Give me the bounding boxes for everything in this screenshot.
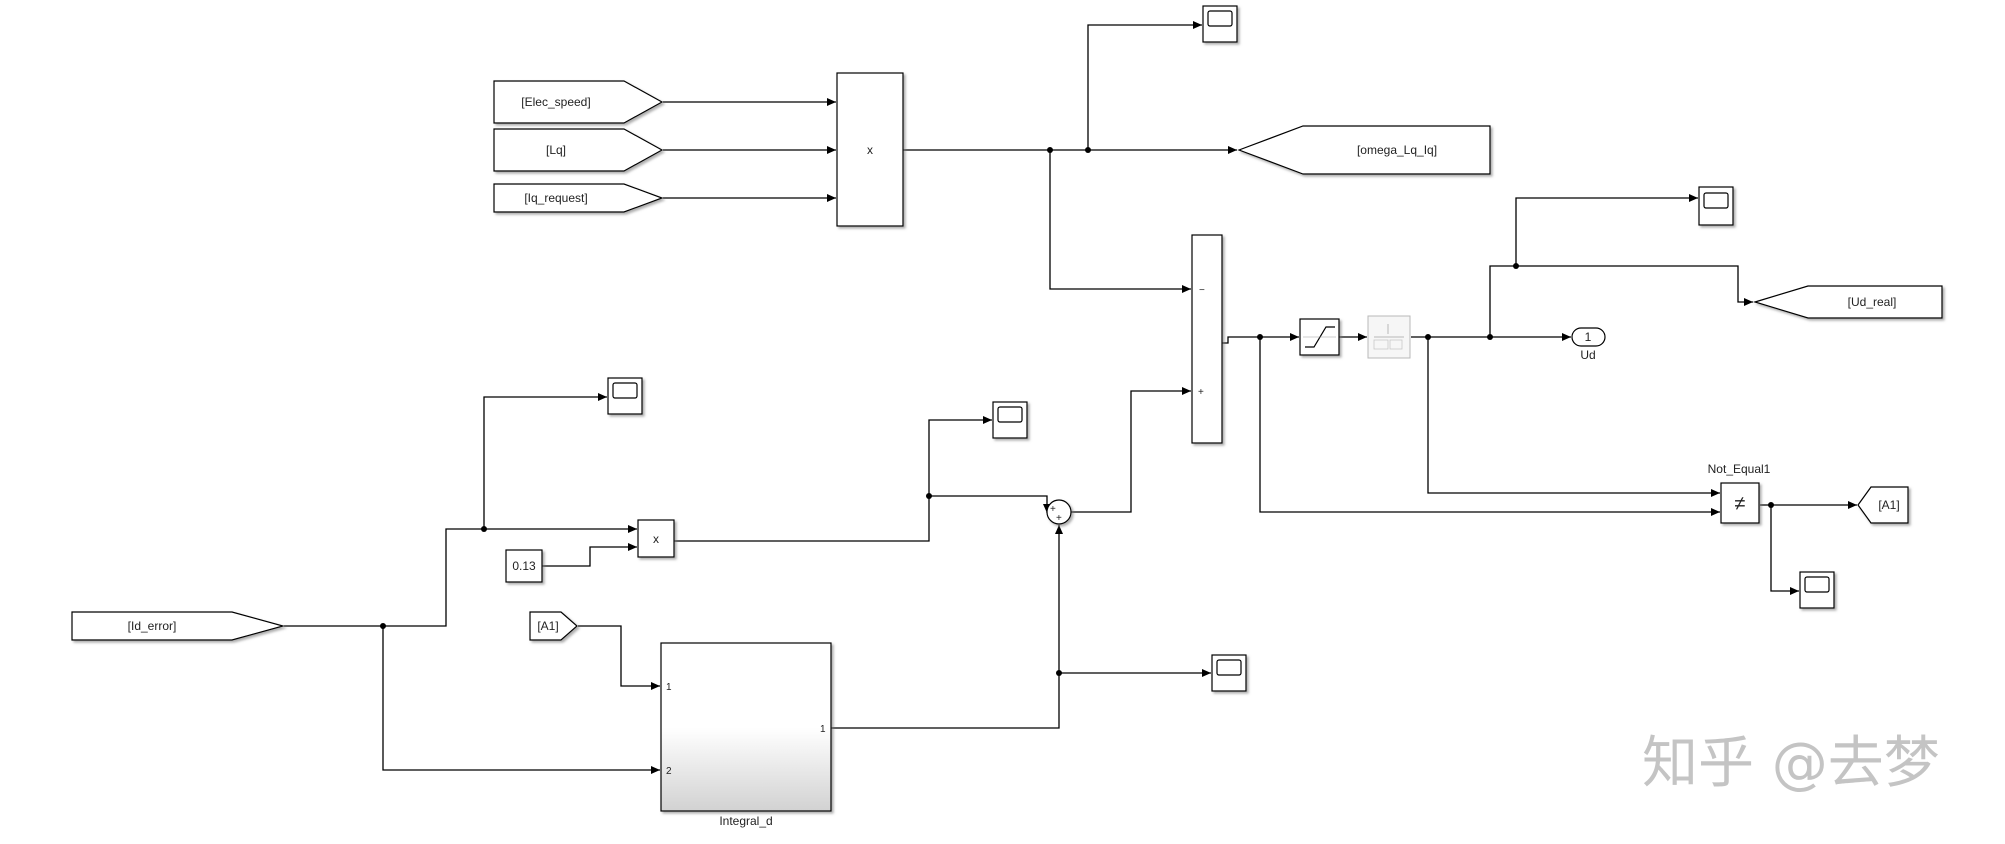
sum-block-main[interactable]: − + [1191, 234, 1223, 444]
subsystem-in1: 1 [666, 682, 672, 693]
scope-top[interactable] [1202, 5, 1238, 43]
from-iq-request-label: [Iq_request] [524, 191, 587, 205]
scope-id-error[interactable] [607, 377, 643, 415]
goto-ud-real-label: [Ud_real] [1848, 295, 1897, 309]
goto-a1-label: [A1] [1878, 498, 1899, 512]
watermark-text: 知乎 @去梦 [1642, 731, 1940, 796]
scope-not-equal[interactable] [1799, 571, 1835, 609]
goto-block-omega[interactable]: [omega_Lq_Iq] [1237, 125, 1491, 175]
scope-integral[interactable] [1211, 654, 1247, 692]
from-block-lq[interactable]: [Lq] [493, 128, 664, 172]
subsystem-in2: 2 [666, 766, 672, 777]
product-block-bottom[interactable]: x [637, 519, 675, 558]
product-bottom-symbol: x [653, 532, 659, 546]
not-equal-label: Not_Equal1 [1708, 462, 1771, 476]
outport-ud[interactable]: 1 Ud [1571, 327, 1606, 362]
sum-main-minus: − [1199, 285, 1205, 296]
transfer-fcn-icon [1373, 324, 1404, 350]
scope-icon [1216, 659, 1242, 676]
scope-icon [997, 406, 1023, 423]
from-block-elec-speed[interactable]: [Elec_speed] [493, 80, 664, 124]
sum-small-sign-left: + [1050, 504, 1056, 515]
scope-ud[interactable] [1698, 186, 1734, 226]
goto-block-a1[interactable]: [A1] [1857, 486, 1909, 524]
from-id-error-label: [Id_error] [128, 619, 177, 633]
wires [284, 21, 1857, 774]
sum-main-plus: + [1198, 387, 1204, 398]
constant-block[interactable]: 0.13 [505, 549, 543, 583]
subsystem-integral-d[interactable]: 1 2 1 Integral_d [660, 642, 832, 828]
from-block-iq-request[interactable]: [Iq_request] [493, 183, 664, 213]
scope-product[interactable] [992, 401, 1028, 439]
from-block-a1[interactable]: [A1] [529, 611, 578, 641]
scope-icon [1207, 10, 1233, 27]
sum-block-small[interactable]: + + [1046, 499, 1072, 525]
outport-label: Ud [1580, 348, 1595, 362]
from-block-id-error[interactable]: [Id_error] [71, 611, 286, 641]
from-lq-label: [Lq] [546, 143, 566, 157]
not-equal-symbol: ≠ [1735, 493, 1746, 515]
scope-icon [612, 382, 638, 399]
relational-block-not-equal[interactable]: Not_Equal1 ≠ [1708, 462, 1771, 524]
subsystem-out1: 1 [820, 724, 826, 735]
product-block-top[interactable]: x [836, 72, 904, 227]
transfer-fcn-block[interactable] [1367, 315, 1411, 359]
from-a1-label: [A1] [537, 619, 558, 633]
subsystem-label: Integral_d [719, 814, 772, 828]
goto-omega-label: [omega_Lq_Iq] [1357, 143, 1437, 157]
product-top-symbol: x [867, 143, 873, 157]
outport-number: 1 [1585, 330, 1592, 344]
sum-small-sign-bottom: + [1056, 513, 1062, 524]
scope-icon [1804, 576, 1830, 593]
junction-dots [380, 147, 1774, 676]
saturation-block[interactable] [1299, 318, 1340, 356]
from-elec-speed-label: [Elec_speed] [521, 95, 590, 109]
constant-value: 0.13 [512, 559, 536, 573]
goto-block-ud-real[interactable]: [Ud_real] [1752, 285, 1943, 319]
scope-icon [1703, 192, 1729, 209]
